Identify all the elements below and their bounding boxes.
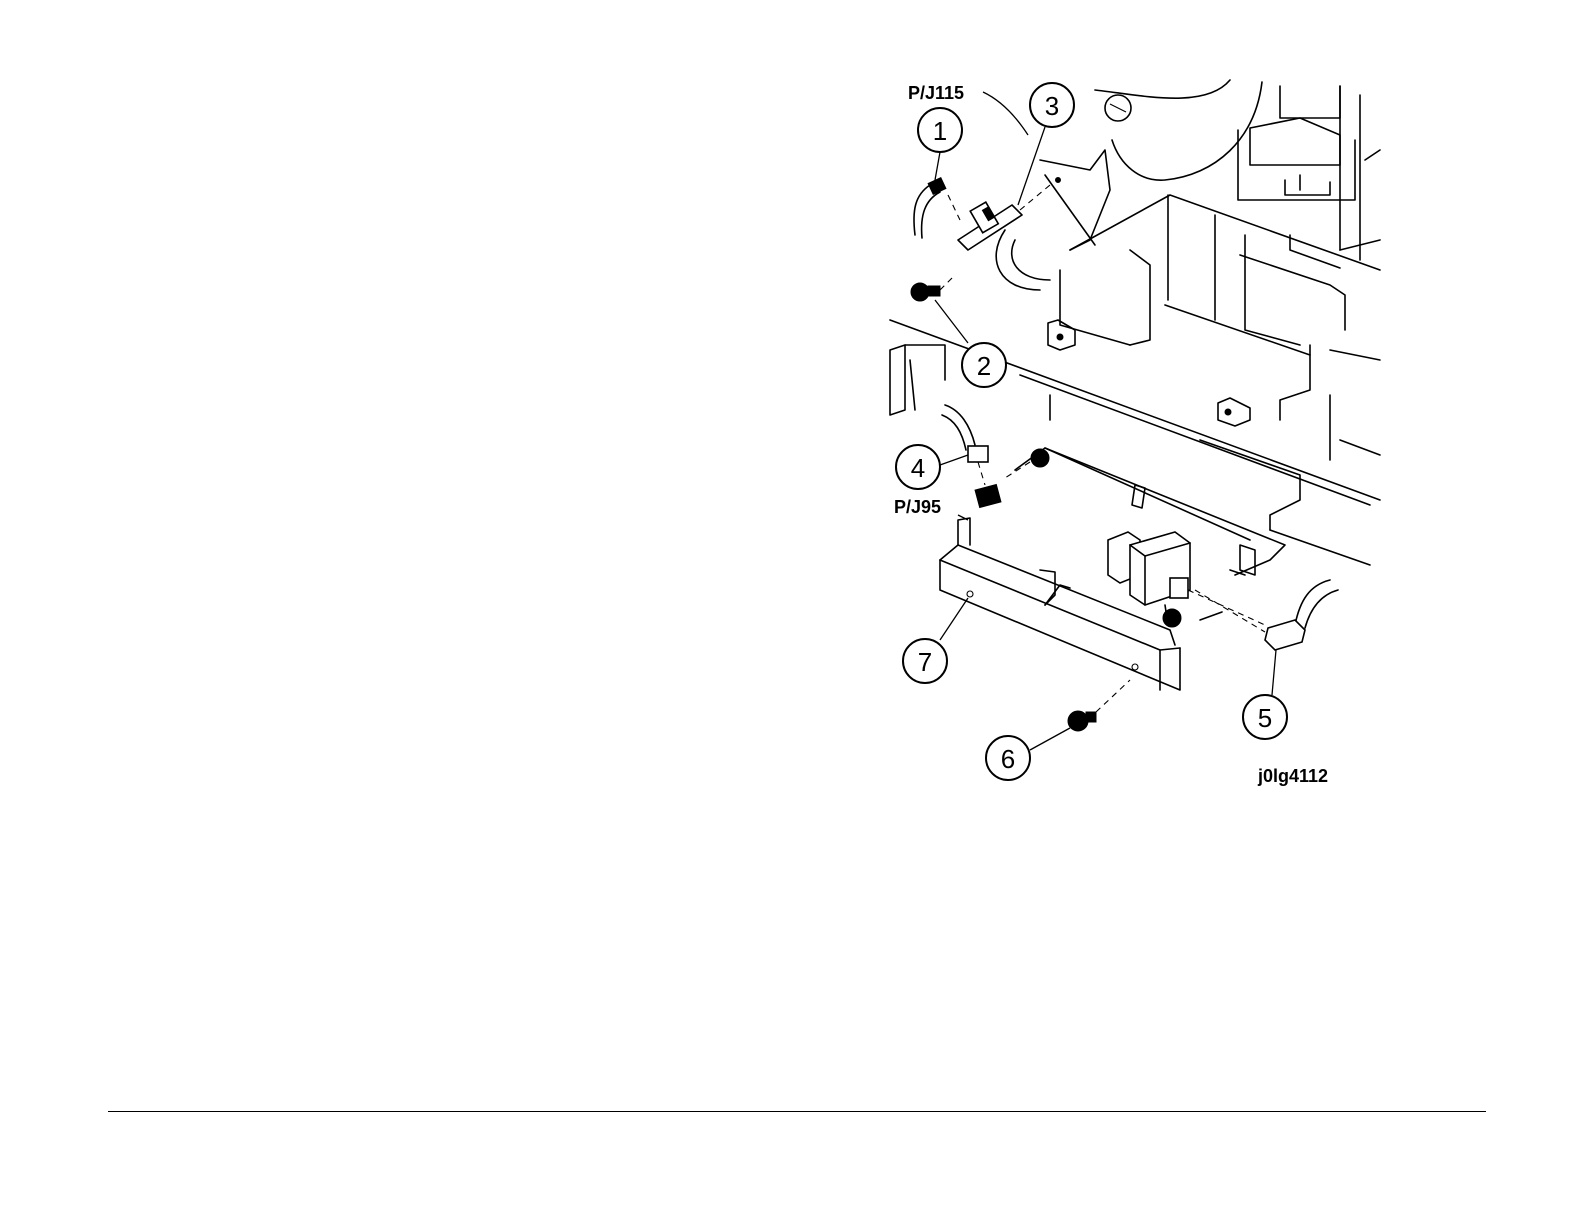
callout-1: 1	[918, 108, 962, 180]
screw-2	[911, 275, 955, 301]
figure-id: j0lg4112	[1257, 766, 1328, 786]
callout-3: 3	[1018, 83, 1074, 205]
svg-text:3: 3	[1045, 91, 1059, 121]
svg-text:2: 2	[977, 351, 991, 381]
page-divider	[108, 1111, 1486, 1112]
callout-7: 7	[903, 598, 968, 683]
svg-text:1: 1	[933, 116, 947, 146]
svg-text:6: 6	[1001, 744, 1015, 774]
connector-label-pj115: P/J115	[908, 83, 964, 103]
harness-5	[1195, 580, 1338, 650]
svg-text:4: 4	[911, 453, 925, 483]
svg-text:7: 7	[918, 647, 932, 677]
callout-4: 4	[896, 445, 968, 489]
svg-text:5: 5	[1258, 703, 1272, 733]
machine-frame	[190, 80, 1380, 565]
callout-5: 5	[1243, 650, 1287, 739]
sensor-plate	[1005, 448, 1285, 625]
connector-bracket-assembly	[914, 150, 1110, 290]
callout-6: 6	[986, 728, 1070, 780]
connector-label-pj95: P/J95	[894, 497, 941, 517]
screw-6	[1068, 680, 1130, 731]
harness-4	[240, 405, 1001, 508]
